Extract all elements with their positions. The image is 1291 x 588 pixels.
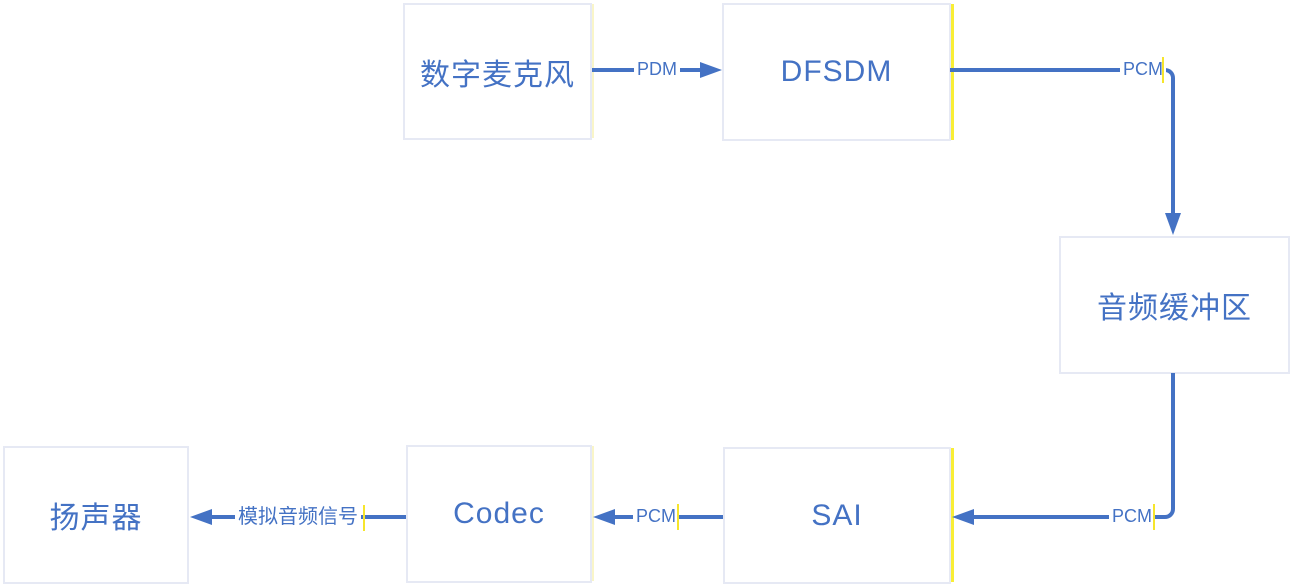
node-sai-label: SAI — [811, 498, 863, 532]
arrowhead-into-dfsdm-icon — [700, 62, 722, 78]
node-audio-buffer: 音频缓冲区 — [1059, 236, 1290, 374]
node-dfsdm-label: DFSDM — [780, 55, 893, 88]
node-dfsdm: DFSDM — [722, 3, 951, 141]
edge-label-analog-signal: 模拟音频信号 — [235, 504, 361, 530]
edge-label-pcm-mid: PCM — [633, 505, 679, 529]
text-cursor — [363, 505, 365, 531]
arrowhead-into-sai-icon — [952, 509, 974, 525]
node-digital-mic: 数字麦克风 — [403, 3, 592, 140]
edge-label-pdm: PDM — [634, 58, 680, 82]
arrowhead-into-codec-icon — [593, 509, 615, 525]
node-digital-mic-label: 数字麦克风 — [420, 58, 575, 92]
node-speaker: 扬声器 — [3, 446, 189, 584]
node-audio-buffer-label: 音频缓冲区 — [1097, 292, 1252, 325]
text-cursor — [1162, 57, 1164, 83]
node-codec: Codec — [406, 445, 592, 583]
node-speaker-label: 扬声器 — [49, 502, 143, 535]
node-sai: SAI — [723, 447, 951, 584]
connector-buffer-to-sai — [974, 373, 1175, 519]
text-cursor — [1153, 504, 1155, 530]
node-codec-label: Codec — [453, 497, 545, 530]
text-cursor — [677, 504, 679, 530]
arrowhead-into-buffer-icon — [1165, 213, 1181, 235]
edge-label-pcm-top: PCM — [1120, 58, 1166, 82]
connector-dfsdm-to-buffer — [950, 68, 1175, 214]
arrowhead-into-speaker-icon — [190, 509, 212, 525]
edge-label-pcm-right: PCM — [1109, 505, 1155, 529]
